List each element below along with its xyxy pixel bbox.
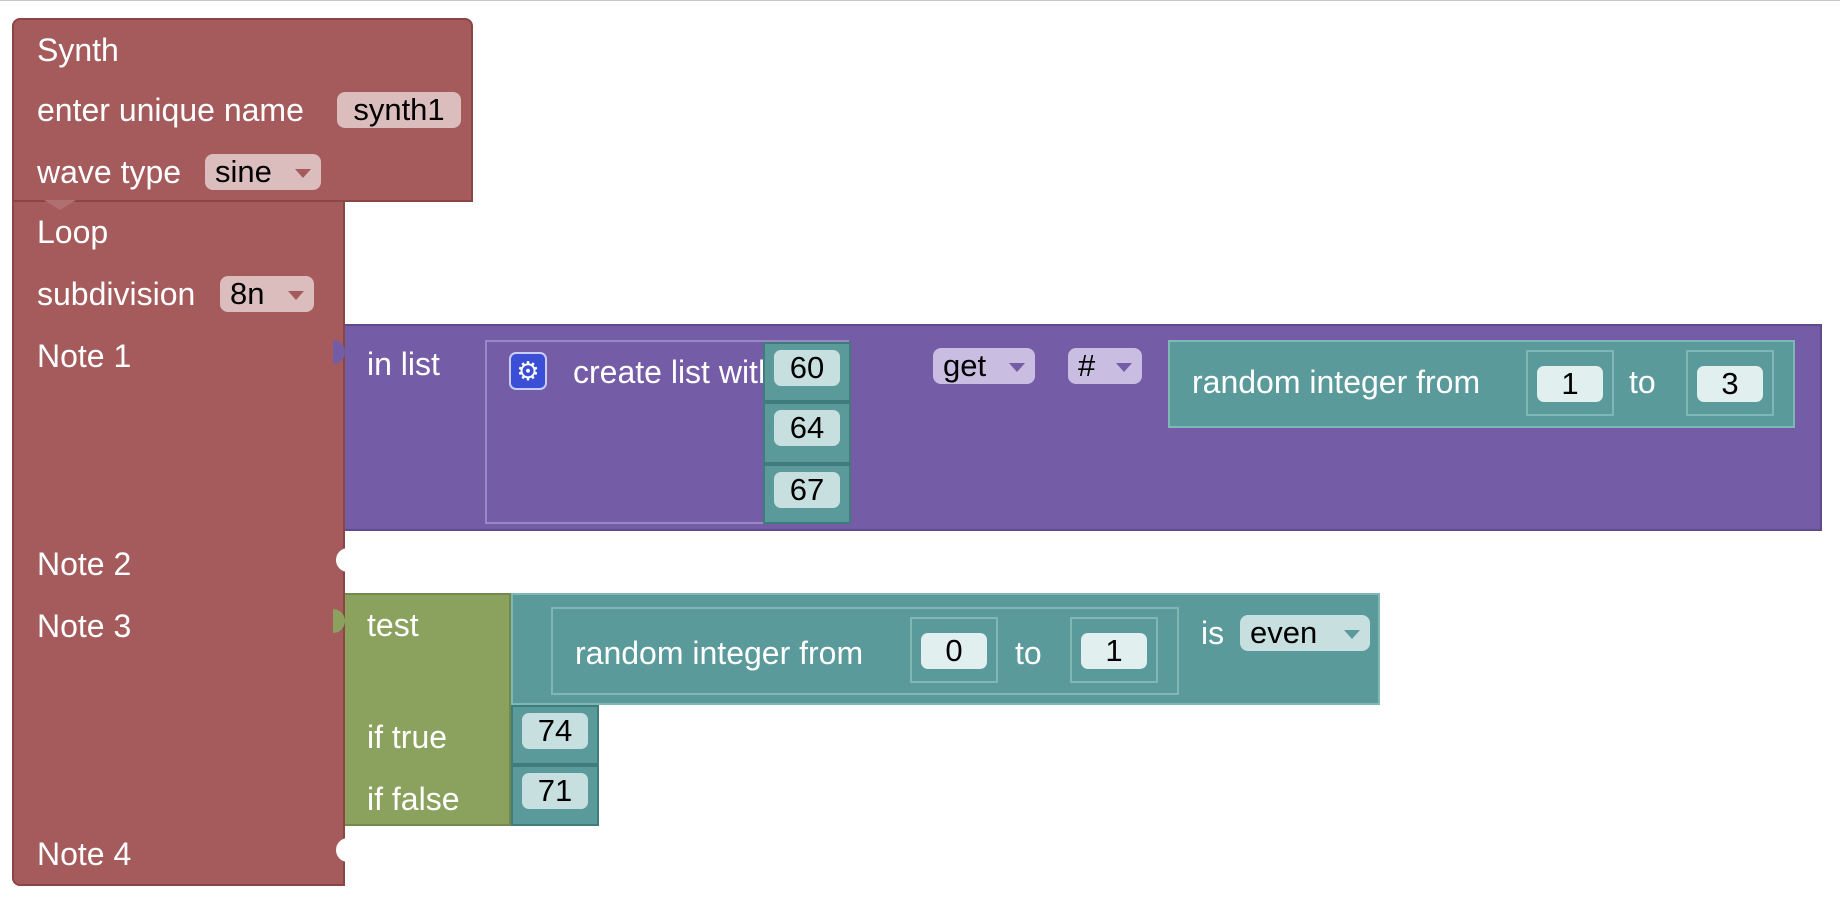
random-to-block[interactable]: 3 (1686, 350, 1774, 416)
if-true-label: if true (367, 719, 448, 755)
number-property-dropdown[interactable]: even (1240, 615, 1370, 651)
caret-down-icon (1116, 363, 1132, 372)
loop-title: Loop (37, 214, 109, 250)
output-connector (333, 340, 345, 364)
caret-down-icon (288, 291, 304, 300)
list-where-dropdown[interactable]: # (1068, 348, 1142, 384)
create-list-label: create list with (573, 354, 776, 390)
list-item-value[interactable]: 60 (774, 350, 840, 386)
note-1-label: Note 1 (37, 338, 132, 374)
random-to-label: to (1629, 364, 1656, 400)
random-to-value[interactable]: 3 (1697, 366, 1763, 402)
test-label: test (367, 607, 419, 643)
note-2-input-socket[interactable] (336, 548, 348, 572)
is-label: is (1201, 615, 1225, 651)
subdivision-label: subdivision (37, 276, 196, 312)
wave-type-dropdown[interactable]: sine (205, 154, 321, 190)
number-property-value: even (1250, 615, 1318, 650)
wave-type-label: wave type (37, 154, 182, 190)
list-item-value[interactable]: 64 (774, 410, 840, 446)
ternary-block[interactable]: test if true if false (333, 593, 511, 826)
if-true-value[interactable]: 74 (522, 713, 588, 749)
loop-block[interactable]: Loop subdivision 8n Note 1 Note 2 Note 3… (12, 200, 348, 886)
random-to-value[interactable]: 1 (1081, 633, 1147, 669)
list-get-block[interactable]: in list ⚙ create list with 60 64 67 get … (333, 324, 1822, 531)
list-item-block[interactable]: 60 (763, 342, 851, 402)
random-from-value[interactable]: 0 (921, 633, 987, 669)
note-3-label: Note 3 (37, 608, 132, 644)
random-integer-block[interactable]: random integer from 0 to 1 (551, 607, 1179, 695)
if-false-value[interactable]: 71 (522, 773, 588, 809)
caret-down-icon (295, 169, 311, 178)
note-4-label: Note 4 (37, 836, 132, 872)
in-list-label: in list (367, 346, 440, 382)
subdivision-value: 8n (230, 276, 265, 311)
caret-down-icon (1344, 630, 1360, 639)
create-list-block[interactable]: ⚙ create list with 60 64 67 (485, 340, 851, 524)
if-true-number-block[interactable]: 74 (511, 705, 599, 765)
random-integer-label: random integer from (575, 635, 864, 671)
caret-down-icon (1009, 363, 1025, 372)
mutator-button[interactable]: ⚙ (509, 352, 547, 390)
random-from-block[interactable]: 0 (910, 617, 998, 683)
previous-connection-notch (44, 200, 76, 210)
if-false-number-block[interactable]: 71 (511, 765, 599, 826)
workspace-top-border (0, 0, 1840, 1)
list-item-block[interactable]: 64 (763, 402, 851, 464)
wave-type-value: sine (215, 154, 272, 189)
synth-block[interactable]: Synth enter unique name synth1 wave type… (12, 18, 473, 202)
subdivision-dropdown[interactable]: 8n (220, 276, 314, 312)
output-connector (333, 609, 345, 633)
random-integer-block[interactable]: random integer from 1 to 3 (1168, 340, 1795, 428)
list-item-value[interactable]: 67 (774, 472, 840, 508)
synth-title: Synth (37, 32, 119, 68)
random-to-label: to (1015, 635, 1042, 671)
random-to-block[interactable]: 1 (1070, 617, 1158, 683)
random-from-block[interactable]: 1 (1526, 350, 1614, 416)
gear-icon: ⚙ (516, 356, 540, 386)
list-mode-dropdown[interactable]: get (933, 348, 1035, 384)
random-integer-label: random integer from (1192, 364, 1481, 400)
unique-name-label: enter unique name (37, 92, 304, 128)
unique-name-input[interactable]: synth1 (337, 92, 461, 128)
number-property-block[interactable]: random integer from 0 to 1 is even (511, 593, 1380, 705)
note-4-input-socket[interactable] (336, 838, 348, 862)
list-item-block[interactable]: 67 (763, 464, 851, 524)
note-2-label: Note 2 (37, 546, 132, 582)
random-from-value[interactable]: 1 (1537, 366, 1603, 402)
list-mode-value: get (943, 348, 987, 383)
if-false-label: if false (367, 781, 460, 817)
list-where-value: # (1078, 348, 1096, 383)
